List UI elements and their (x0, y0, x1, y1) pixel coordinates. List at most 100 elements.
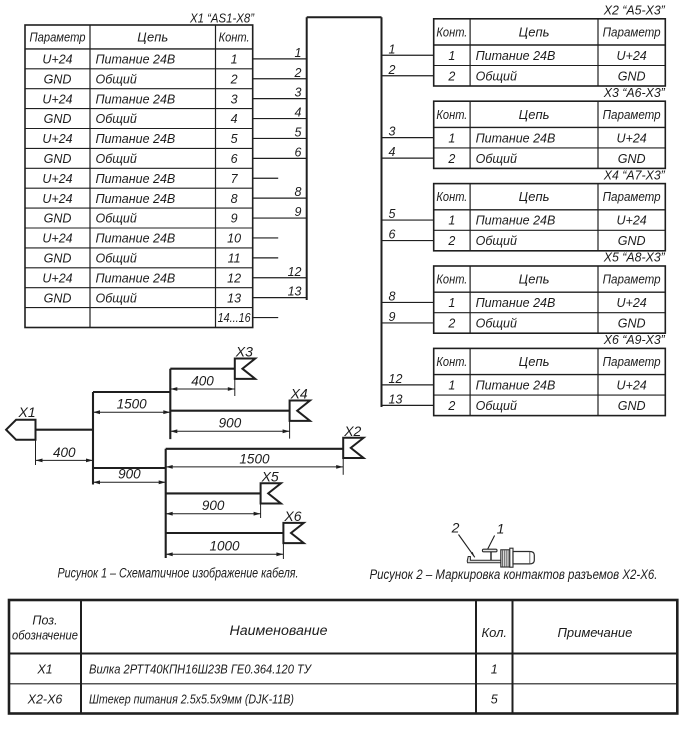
svg-text:Конт.: Конт. (436, 272, 467, 287)
svg-text:Общий: Общий (476, 152, 517, 166)
svg-text:Общий: Общий (476, 317, 517, 331)
svg-text:2: 2 (230, 72, 238, 86)
svg-text:GND: GND (44, 112, 72, 126)
svg-text:1: 1 (448, 296, 455, 310)
svg-text:Конт.: Конт. (436, 189, 467, 204)
svg-text:3: 3 (389, 125, 396, 139)
svg-text:Конт.: Конт. (219, 30, 250, 45)
svg-text:1: 1 (448, 214, 455, 228)
svg-text:5: 5 (389, 207, 396, 221)
svg-text:1: 1 (491, 662, 498, 676)
svg-text:U+24: U+24 (42, 92, 72, 106)
svg-text:1: 1 (448, 131, 455, 145)
svg-text:12: 12 (389, 372, 403, 386)
svg-text:GND: GND (618, 399, 646, 413)
svg-text:Вилка 2РТТ40КПН16Ш23В ГЕ0.364.: Вилка 2РТТ40КПН16Ш23В ГЕ0.364.120 ТУ (89, 661, 312, 676)
svg-text:Цепь: Цепь (519, 107, 550, 122)
svg-text:Параметр: Параметр (30, 30, 86, 45)
svg-text:2: 2 (294, 66, 302, 80)
svg-text:Общий: Общий (96, 112, 137, 126)
svg-text:1: 1 (448, 49, 455, 63)
svg-text:Общий: Общий (476, 234, 517, 248)
svg-text:Параметр: Параметр (603, 189, 661, 204)
svg-text:900: 900 (202, 498, 225, 513)
svg-text:2: 2 (451, 520, 460, 536)
svg-text:Общий: Общий (96, 72, 137, 86)
svg-text:13: 13 (227, 291, 241, 305)
svg-text:2: 2 (447, 152, 455, 166)
svg-text:Питание 24В: Питание 24В (476, 131, 556, 145)
svg-text:GND: GND (44, 251, 72, 265)
svg-text:12: 12 (227, 271, 241, 285)
svg-text:X1: X1 (18, 404, 36, 420)
svg-text:X4 “A7-X3”: X4 “A7-X3” (603, 167, 666, 182)
svg-text:Общий: Общий (96, 291, 137, 305)
svg-text:Параметр: Параметр (603, 272, 661, 287)
svg-text:8: 8 (231, 192, 238, 206)
svg-text:X1: X1 (36, 662, 52, 676)
svg-text:U+24: U+24 (42, 271, 72, 285)
svg-text:Питание 24В: Питание 24В (476, 378, 556, 392)
svg-text:2: 2 (447, 234, 455, 248)
svg-text:3: 3 (231, 92, 238, 106)
svg-text:Питание 24В: Питание 24В (96, 232, 176, 246)
svg-text:Общий: Общий (96, 251, 137, 265)
svg-text:Общий: Общий (96, 212, 137, 226)
svg-text:X2: X2 (343, 423, 361, 439)
svg-text:GND: GND (618, 317, 646, 331)
svg-text:Конт.: Конт. (436, 107, 467, 122)
svg-text:U+24: U+24 (617, 131, 647, 145)
svg-text:5: 5 (231, 132, 238, 146)
svg-text:Параметр: Параметр (603, 354, 661, 369)
svg-text:12: 12 (288, 265, 302, 279)
svg-text:Рисунок 2 – Маркировка контакт: Рисунок 2 – Маркировка контактов разъемо… (370, 567, 658, 582)
svg-text:Цепь: Цепь (519, 189, 550, 204)
svg-text:Общий: Общий (476, 69, 517, 83)
svg-text:Примечание: Примечание (557, 625, 632, 640)
svg-text:9: 9 (295, 205, 302, 219)
svg-text:Питание 24В: Питание 24В (476, 296, 556, 310)
svg-text:5: 5 (491, 692, 498, 706)
svg-text:Питание 24В: Питание 24В (96, 92, 176, 106)
svg-text:8: 8 (295, 185, 302, 199)
svg-text:7: 7 (231, 172, 239, 186)
svg-text:14...16: 14...16 (218, 311, 251, 325)
svg-text:2: 2 (388, 63, 396, 77)
svg-text:2: 2 (447, 317, 455, 331)
svg-text:X3 “A6-X3”: X3 “A6-X3” (603, 85, 666, 100)
svg-text:U+24: U+24 (617, 214, 647, 228)
svg-text:6: 6 (389, 228, 396, 242)
svg-text:Цепь: Цепь (519, 272, 550, 287)
svg-text:Питание 24В: Питание 24В (96, 271, 176, 285)
svg-text:U+24: U+24 (617, 296, 647, 310)
svg-text:X5 “A8-X3”: X5 “A8-X3” (603, 250, 666, 265)
svg-text:Рисунок 1 – Схематичное изобра: Рисунок 1 – Схематичное изображение кабе… (58, 566, 299, 581)
svg-text:Наименование: Наименование (230, 623, 328, 638)
svg-text:Конт.: Конт. (436, 354, 467, 369)
svg-text:9: 9 (231, 212, 238, 226)
svg-text:U+24: U+24 (42, 132, 72, 146)
svg-text:Цепь: Цепь (137, 30, 168, 45)
svg-text:10: 10 (227, 232, 241, 246)
svg-text:900: 900 (118, 467, 141, 482)
svg-text:X1 “AS1-X8”: X1 “AS1-X8” (189, 10, 254, 25)
svg-text:Питание 24В: Питание 24В (96, 172, 176, 186)
svg-text:4: 4 (295, 106, 302, 120)
svg-text:Питание 24В: Питание 24В (476, 214, 556, 228)
svg-text:Цепь: Цепь (519, 354, 550, 369)
svg-text:GND: GND (44, 212, 72, 226)
svg-text:U+24: U+24 (42, 52, 72, 66)
svg-text:2: 2 (447, 69, 455, 83)
svg-text:GND: GND (44, 152, 72, 166)
svg-text:9: 9 (389, 310, 396, 324)
svg-text:GND: GND (44, 72, 72, 86)
svg-text:400: 400 (191, 373, 214, 388)
svg-text:Штекер питания 2.5х5.5х9мм (DJ: Штекер питания 2.5х5.5х9мм (DJK-11В) (89, 691, 294, 706)
svg-text:Поз.: Поз. (32, 614, 57, 628)
svg-text:Общий: Общий (476, 399, 517, 413)
svg-text:5: 5 (295, 125, 302, 139)
svg-text:Кол.: Кол. (481, 625, 507, 640)
svg-text:4: 4 (231, 112, 238, 126)
svg-text:GND: GND (618, 234, 646, 248)
svg-text:Параметр: Параметр (603, 107, 661, 122)
